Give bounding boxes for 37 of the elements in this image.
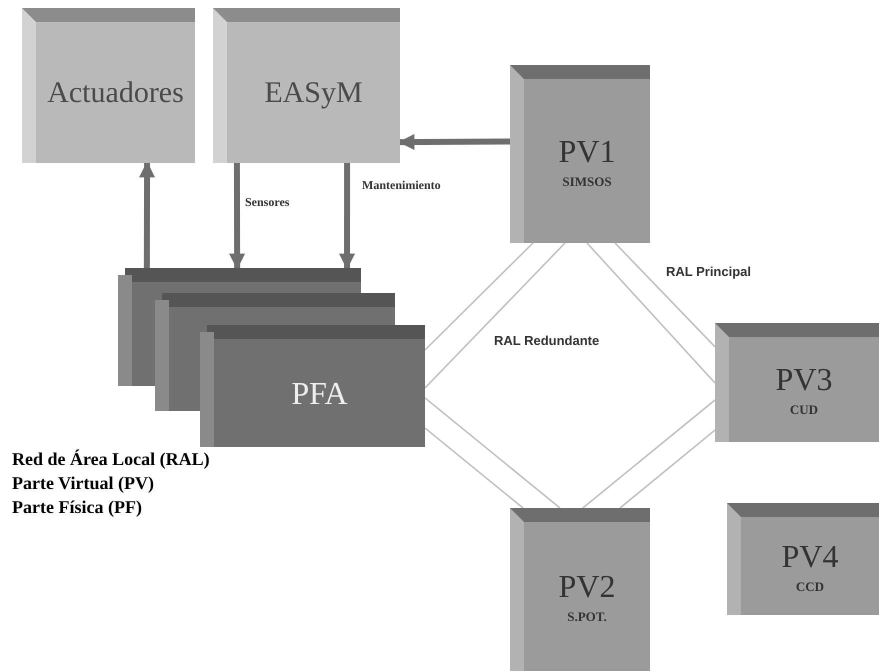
network-line bbox=[424, 427, 524, 509]
note-text: Parte Virtual (PV) bbox=[12, 472, 154, 494]
block bbox=[715, 323, 879, 442]
block-title: EASyM bbox=[264, 78, 363, 108]
block bbox=[510, 508, 650, 671]
block bbox=[213, 8, 400, 163]
network-line bbox=[614, 242, 716, 348]
edge-label: Mantenimiento bbox=[362, 179, 441, 191]
network-label: RAL Principal bbox=[666, 264, 752, 280]
block-subtitle: CUD bbox=[790, 403, 818, 416]
arrow bbox=[398, 134, 510, 150]
block-subtitle: SIMSOS bbox=[562, 174, 612, 188]
arrow bbox=[229, 162, 246, 270]
block-title: PV3 bbox=[776, 363, 832, 395]
block-title: PFA bbox=[291, 377, 348, 409]
network-line bbox=[424, 242, 566, 388]
block-title: Actuadores bbox=[47, 78, 184, 108]
block-subtitle: CCD bbox=[796, 580, 824, 592]
block-title: PV4 bbox=[782, 540, 838, 572]
network-line bbox=[586, 242, 716, 384]
block bbox=[22, 8, 195, 163]
network-line bbox=[424, 397, 560, 509]
block-stack bbox=[118, 268, 425, 447]
network-label: RAL Redundante bbox=[494, 333, 600, 350]
network-line bbox=[582, 399, 716, 509]
arrow bbox=[139, 161, 156, 268]
note-text: Red de Área Local (RAL) bbox=[12, 448, 210, 470]
block bbox=[510, 65, 650, 243]
network-line bbox=[424, 242, 534, 351]
edge-label: Sensores bbox=[245, 196, 290, 208]
arrow bbox=[339, 163, 356, 270]
network-line bbox=[620, 430, 716, 509]
block-subtitle: S.POT. bbox=[567, 610, 607, 623]
block-title: PV1 bbox=[558, 134, 616, 166]
note-text: Parte Física (PF) bbox=[12, 496, 142, 518]
block-title: PV2 bbox=[558, 570, 616, 602]
block bbox=[727, 503, 879, 615]
